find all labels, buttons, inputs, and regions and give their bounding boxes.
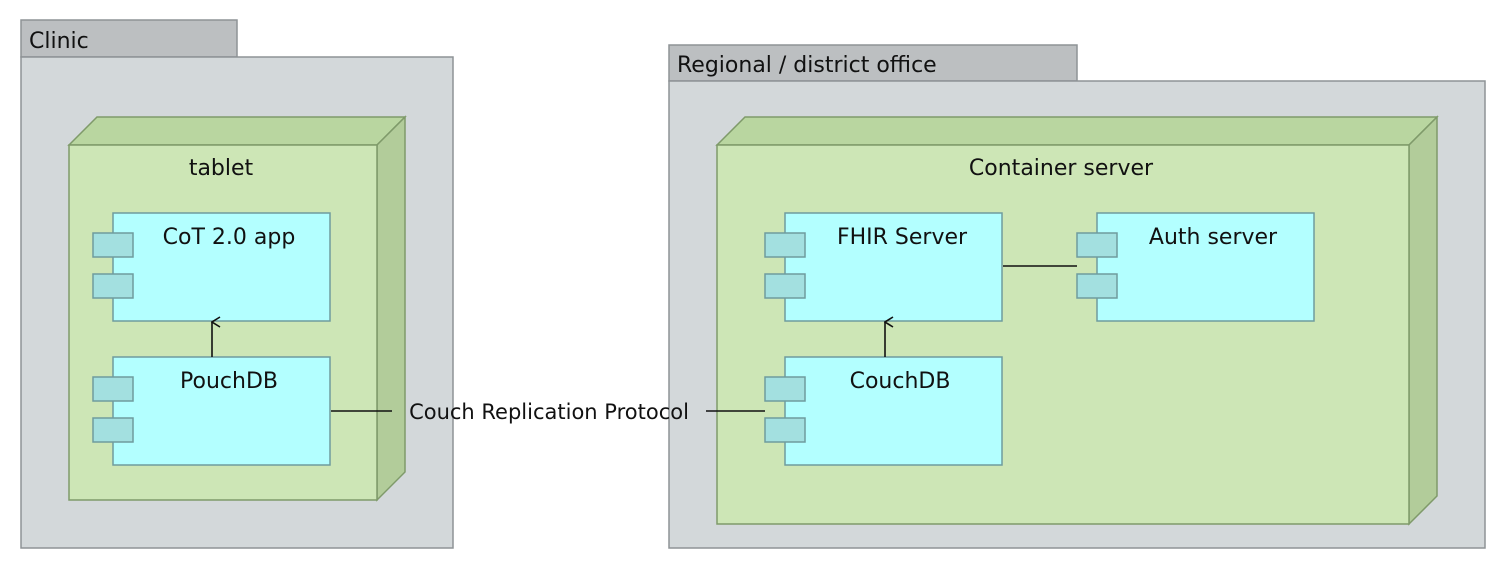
component-port-icon xyxy=(764,376,806,402)
node-container-server-front xyxy=(716,144,1410,525)
node-container-server-top xyxy=(715,116,1439,146)
node-tablet-top xyxy=(67,116,407,146)
component-fhir-server-body xyxy=(784,212,1003,322)
link-replication-label: Couch Replication Protocol xyxy=(409,400,689,424)
component-auth-server: Auth server xyxy=(1076,212,1315,322)
component-port-icon xyxy=(1076,273,1118,299)
component-cot-app-body xyxy=(112,212,331,322)
component-port-icon xyxy=(92,417,134,443)
node-container-server-side xyxy=(1408,115,1438,526)
component-port-icon xyxy=(764,417,806,443)
package-clinic-tab xyxy=(20,19,238,58)
component-auth-server-body xyxy=(1096,212,1315,322)
component-port-icon xyxy=(92,376,134,402)
component-port-icon xyxy=(764,273,806,299)
component-port-icon xyxy=(764,232,806,258)
component-port-icon xyxy=(1076,232,1118,258)
component-port-icon xyxy=(92,273,134,299)
component-pouchdb-body xyxy=(112,356,331,466)
node-tablet-side xyxy=(376,115,406,502)
component-pouchdb-label: PouchDB xyxy=(180,369,278,394)
node-container-server-label: Container server xyxy=(969,156,1154,181)
package-regional-office-label: Regional / district office xyxy=(677,53,937,78)
component-auth-server-label: Auth server xyxy=(1149,225,1278,250)
component-cot-app-label: CoT 2.0 app xyxy=(163,225,296,250)
component-pouchdb: PouchDB xyxy=(92,356,331,466)
component-port-icon xyxy=(92,232,134,258)
package-clinic-label: Clinic xyxy=(29,29,89,54)
component-couchdb-body xyxy=(784,356,1003,466)
component-fhir-server: FHIR Server xyxy=(764,212,1003,322)
component-couchdb-label: CouchDB xyxy=(850,369,951,394)
node-tablet-label: tablet xyxy=(189,156,254,181)
component-cot-app: CoT 2.0 app xyxy=(92,212,331,322)
package-regional-office-tab xyxy=(668,44,1078,82)
component-fhir-server-label: FHIR Server xyxy=(837,225,968,250)
component-couchdb: CouchDB xyxy=(764,356,1003,466)
